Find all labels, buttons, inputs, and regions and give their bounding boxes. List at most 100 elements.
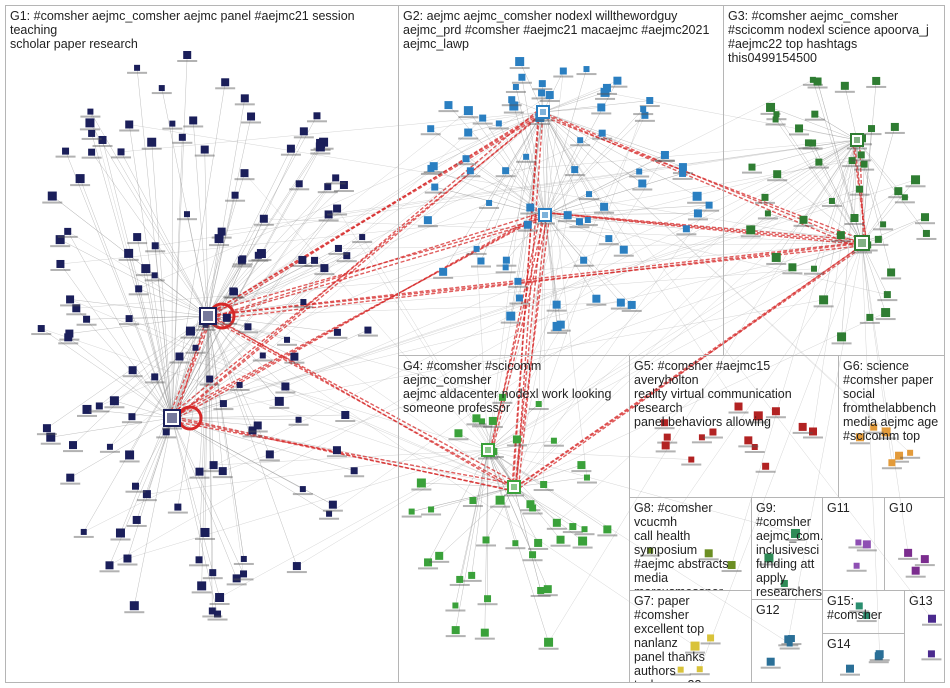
node <box>508 96 516 104</box>
node-label-mark <box>420 172 441 175</box>
edge <box>542 111 590 195</box>
node-label-mark <box>292 493 313 496</box>
node <box>874 235 882 243</box>
edge <box>513 477 588 488</box>
node <box>529 551 537 559</box>
node <box>83 315 91 323</box>
node-label-mark <box>319 517 340 520</box>
edge <box>69 299 515 488</box>
edge <box>455 449 489 631</box>
edge <box>89 122 209 317</box>
edge <box>861 242 888 295</box>
node-label-mark <box>854 168 875 171</box>
node <box>495 495 505 505</box>
edge <box>487 403 539 451</box>
node <box>836 231 845 240</box>
node-label-mark <box>233 562 254 565</box>
node <box>578 536 588 546</box>
edge <box>476 111 544 250</box>
node <box>890 122 899 131</box>
node <box>780 579 788 587</box>
edge <box>67 231 209 317</box>
node-label-mark <box>546 527 567 530</box>
node-label-mark <box>292 264 313 267</box>
node <box>856 185 864 193</box>
node <box>192 344 199 351</box>
edge <box>544 108 644 216</box>
node-label-mark <box>702 436 723 439</box>
node-label-mark <box>576 73 597 76</box>
edge <box>521 77 546 216</box>
group-box-g8: G8: #comsher vcucmh call health symposiu… <box>629 497 752 591</box>
node <box>451 626 460 635</box>
node-label-mark <box>36 433 57 436</box>
node-label-mark <box>50 268 71 271</box>
node <box>598 129 606 137</box>
edge <box>171 417 330 514</box>
edge <box>513 70 564 488</box>
node <box>62 147 70 155</box>
edge <box>788 242 863 640</box>
edge <box>544 214 584 261</box>
node-label-mark <box>77 414 98 417</box>
node <box>597 103 606 112</box>
node <box>911 566 920 575</box>
edge <box>207 143 321 317</box>
node-label-mark <box>798 147 819 150</box>
node <box>534 538 543 547</box>
node-label-mark <box>531 97 552 100</box>
node-label-mark <box>411 488 432 491</box>
node <box>82 404 92 414</box>
node <box>46 432 56 442</box>
group-box-g5: G5: #comsher #aejmc15 averyholton realit… <box>629 355 839 498</box>
node <box>660 150 669 159</box>
node-label-mark <box>466 423 487 426</box>
node-label-mark <box>141 147 162 150</box>
node-label-mark <box>202 615 223 618</box>
edge <box>861 179 916 244</box>
edge <box>544 173 683 216</box>
edge <box>823 139 858 300</box>
node <box>746 225 756 235</box>
hub-edge <box>206 116 540 316</box>
node <box>855 602 863 610</box>
node-label-mark <box>914 564 935 567</box>
node-label-mark <box>681 463 702 466</box>
node <box>556 535 565 544</box>
edge <box>90 111 209 317</box>
node <box>927 650 935 658</box>
node-label-mark <box>547 331 568 334</box>
node-label-mark <box>438 110 459 113</box>
node <box>431 183 439 191</box>
node <box>185 326 195 336</box>
hub-edge <box>516 111 544 483</box>
node-label-mark <box>687 218 708 221</box>
edge <box>76 242 863 309</box>
hub-edge <box>491 217 549 453</box>
edge <box>171 188 860 419</box>
group-label-g1: G1: #comsher aejmc_comsher aejmc panel #… <box>10 9 355 51</box>
node-label-mark <box>505 547 526 550</box>
edge <box>129 124 863 244</box>
edge <box>128 253 173 419</box>
node-label-mark <box>591 112 612 115</box>
edge <box>171 356 180 419</box>
node <box>515 57 525 67</box>
node-label-mark <box>516 160 537 163</box>
edge <box>60 239 209 317</box>
node <box>221 78 230 87</box>
edge <box>134 417 173 606</box>
edge <box>519 61 544 113</box>
node-label-mark <box>280 153 301 156</box>
node-label-mark <box>607 85 628 88</box>
edge <box>487 217 926 451</box>
node <box>506 311 516 321</box>
node-label-mark <box>325 182 346 185</box>
hub-node-avatar <box>540 109 546 115</box>
edge <box>131 242 863 417</box>
node-label-mark <box>557 220 578 223</box>
node-label-mark <box>470 265 491 268</box>
node-label-mark <box>533 119 553 122</box>
hub-edge <box>204 242 862 322</box>
node <box>324 210 333 219</box>
